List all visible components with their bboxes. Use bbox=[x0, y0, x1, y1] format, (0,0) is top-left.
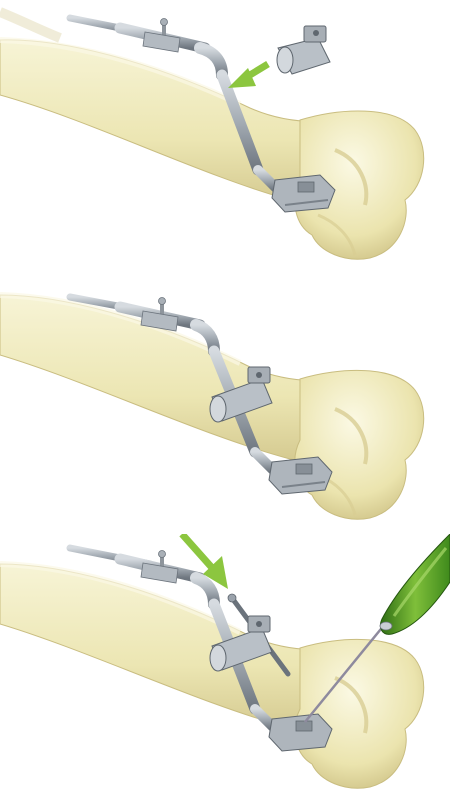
drill-handle bbox=[380, 534, 450, 634]
panel-step-2 bbox=[0, 267, 450, 534]
panel-3-illustration bbox=[0, 534, 450, 800]
panel-2-illustration bbox=[0, 267, 450, 534]
insertion-arrow bbox=[228, 64, 268, 88]
panel-step-3 bbox=[0, 534, 450, 800]
panel-1-illustration bbox=[0, 0, 450, 267]
panel-step-1 bbox=[0, 0, 450, 267]
aiming-block bbox=[269, 714, 332, 751]
aiming-block bbox=[272, 175, 335, 212]
aiming-block bbox=[269, 457, 332, 494]
femur-condyles bbox=[295, 639, 424, 788]
femur-condyles bbox=[295, 370, 424, 519]
sleeve-block bbox=[277, 26, 330, 74]
